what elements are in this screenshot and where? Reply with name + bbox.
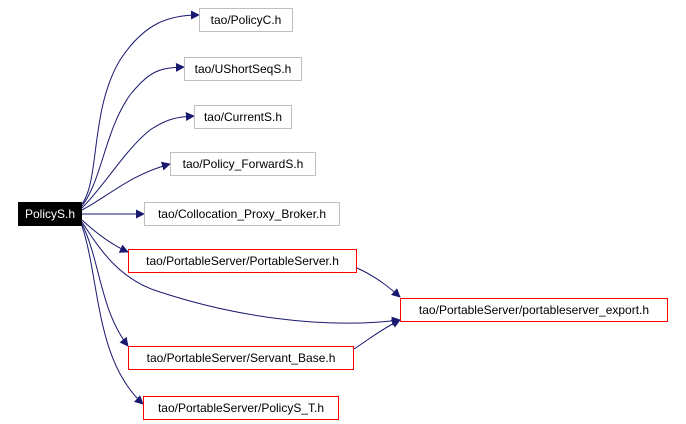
edge-servantbase-to-export xyxy=(353,319,401,350)
node-tao-portableserver-policys-t-h[interactable]: tao/PortableServer/PolicyS_T.h xyxy=(143,396,339,420)
edge-root-to-servantbase xyxy=(81,223,129,347)
edge-root-to-export xyxy=(81,221,401,326)
edge-root-to-policyst xyxy=(81,225,144,405)
node-tao-portableserver-servant-base-h[interactable]: tao/PortableServer/Servant_Base.h xyxy=(128,346,354,370)
node-tao-portableserver-portableserver-export-h[interactable]: tao/PortableServer/portableserver_export… xyxy=(400,298,668,322)
edge-root-to-currents xyxy=(81,112,195,209)
node-tao-ushortseqs-h[interactable]: tao/UShortSeqS.h xyxy=(184,57,302,81)
node-tao-currents-h[interactable]: tao/CurrentS.h xyxy=(194,105,292,129)
edge-root-to-portableserver xyxy=(81,219,129,253)
node-tao-collocation-proxy-broker-h[interactable]: tao/Collocation_Proxy_Broker.h xyxy=(144,202,340,226)
node-tao-policyc-h[interactable]: tao/PolicyC.h xyxy=(199,8,293,32)
edge-root-to-ushortseqs xyxy=(81,62,185,207)
node-policys-h[interactable]: PolicyS.h xyxy=(18,202,82,226)
node-tao-policy-forwards-h[interactable]: tao/Policy_ForwardS.h xyxy=(170,152,316,176)
edge-root-to-policyc xyxy=(81,10,200,205)
node-tao-portableserver-portableserver-h[interactable]: tao/PortableServer/PortableServer.h xyxy=(128,249,357,273)
edge-root-to-policyforwards xyxy=(81,161,171,211)
edge-portableserver-to-export xyxy=(356,267,401,298)
